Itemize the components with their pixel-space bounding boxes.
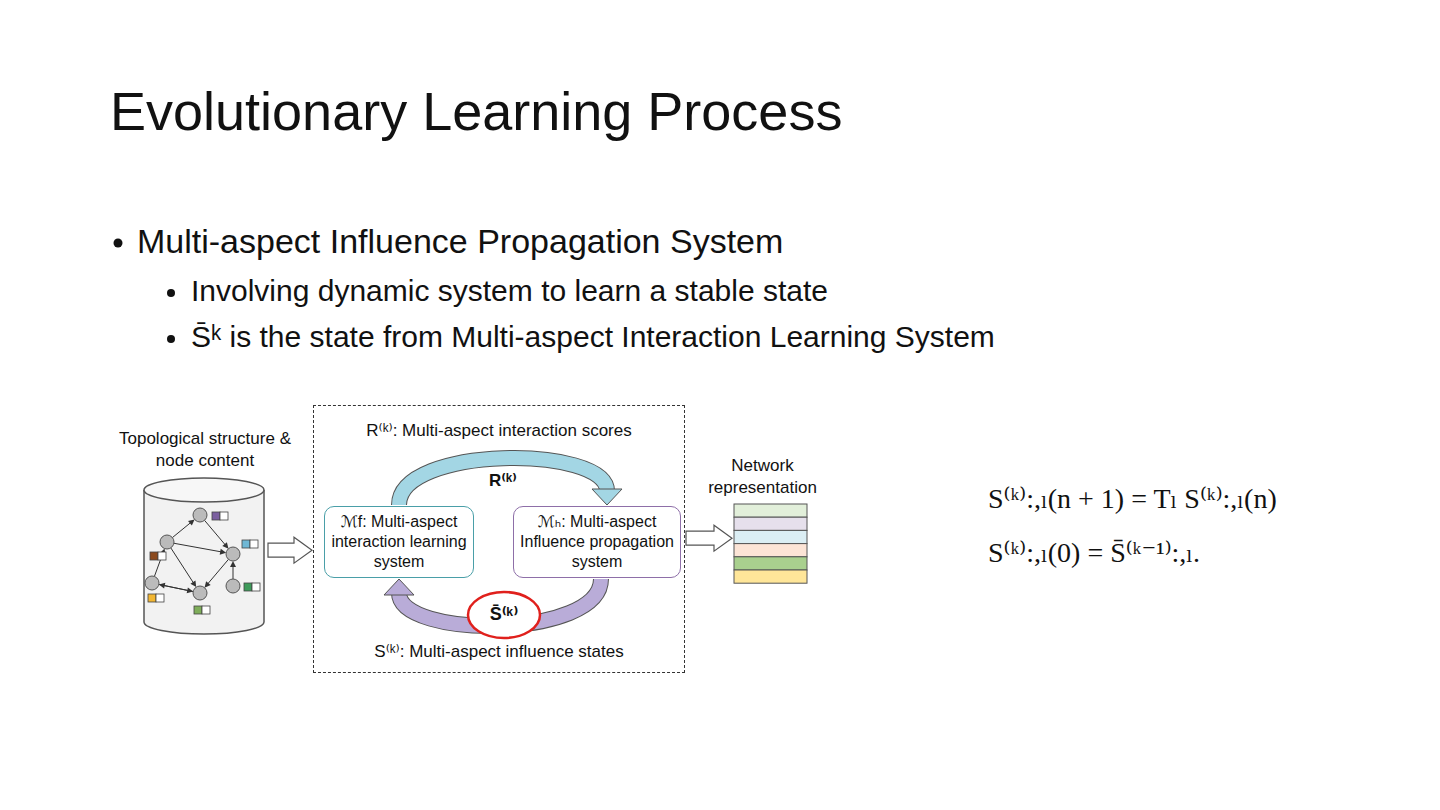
drawing-part (734, 544, 807, 557)
drawing-part (734, 531, 807, 544)
diagram-node: ℳₕ: Multi-aspect Influence propagation s… (513, 506, 681, 578)
bullet-text: Involving dynamic system to learn a stab… (191, 274, 828, 308)
drawing-part (188, 520, 195, 526)
drawing-part (205, 521, 227, 547)
drawing-part (244, 583, 252, 591)
drawing-part (734, 504, 807, 517)
drawing-part (144, 490, 264, 634)
bullet-text: Multi-aspect Influence Propagation Syste… (137, 222, 783, 261)
embedding-bars (733, 503, 808, 585)
drawing-part (206, 560, 228, 586)
bullet-dot (167, 335, 175, 343)
drawing-part (734, 570, 807, 583)
system-label: ℳf: Multi-aspect interaction learning sy… (331, 512, 467, 572)
block-arrow (268, 537, 312, 563)
drawing-part (734, 557, 807, 570)
drawing-part (734, 517, 807, 530)
diagram-node: S̄⁽ᵏ⁾ (466, 590, 542, 640)
drawing-part (226, 579, 240, 593)
drawing-part (144, 478, 264, 502)
edge-label: R⁽ᵏ⁾ (487, 470, 519, 491)
drawing-part (148, 594, 156, 602)
drawing-part (202, 606, 210, 614)
node-heading: Topological structure & node content (110, 428, 300, 472)
bullet-dot (167, 289, 175, 297)
diagram-node: Topological structure & node content (110, 428, 300, 630)
diagram-node: Network representation (690, 455, 835, 585)
drawing-part (156, 594, 164, 602)
drawing-part (193, 508, 207, 522)
drawing-part (250, 540, 258, 548)
diagram-node: ℳf: Multi-aspect interaction learning sy… (324, 506, 474, 578)
arrow-body (399, 458, 607, 505)
drawing-part (158, 552, 166, 560)
drawing-part (159, 583, 165, 589)
drawing-part (174, 543, 223, 552)
drawing-part (230, 561, 236, 567)
drawing-part (150, 552, 158, 560)
arrow-head (592, 489, 622, 505)
drawing-part (145, 576, 159, 590)
bullet-dot (114, 239, 123, 248)
drawing-part (226, 547, 240, 561)
drawing-part (220, 549, 226, 555)
drawing-part (194, 606, 202, 614)
system-label: ℳₕ: Multi-aspect Influence propagation s… (520, 512, 674, 572)
curved-arrow (399, 458, 622, 505)
drawing-part (242, 540, 250, 548)
equation: S⁽ᵏ⁾:,ₗ(0) = S̄⁽ᵏ⁻¹⁾:,ₗ. (988, 536, 1200, 569)
arrow-outline (399, 458, 607, 505)
drawing-part (162, 585, 193, 592)
drawing-part (205, 581, 211, 588)
diagram-node: ℳf: Multi-aspect interaction learning sy… (313, 405, 685, 673)
database-cylinder (142, 476, 266, 636)
drawing-part (171, 548, 195, 585)
drawing-part (212, 512, 220, 520)
drawing-part (193, 586, 207, 600)
drawing-part (220, 512, 228, 520)
bullet-text: S̄ᵏ is the state from Multi-aspect Inter… (191, 320, 995, 354)
slide-title: Evolutionary Learning Process (110, 80, 842, 142)
box-caption: S⁽ᵏ⁾: Multi-aspect influence states (314, 641, 684, 662)
equation: S⁽ᵏ⁾:,ₗ(n + 1) = Tₗ S⁽ᵏ⁾:,ₗ(n) (988, 482, 1277, 515)
node-heading: Network representation (690, 455, 835, 499)
box-caption: R⁽ᵏ⁾: Multi-aspect interaction scores (314, 420, 684, 441)
arrow-head (384, 579, 414, 595)
drawing-part (160, 535, 174, 549)
drawing-part (172, 522, 192, 538)
drawing-part (190, 581, 196, 588)
drawing-part (252, 583, 260, 591)
state-symbol: S̄⁽ᵏ⁾ (466, 603, 542, 625)
drawing-part (222, 542, 228, 549)
block-arrow (686, 525, 732, 551)
